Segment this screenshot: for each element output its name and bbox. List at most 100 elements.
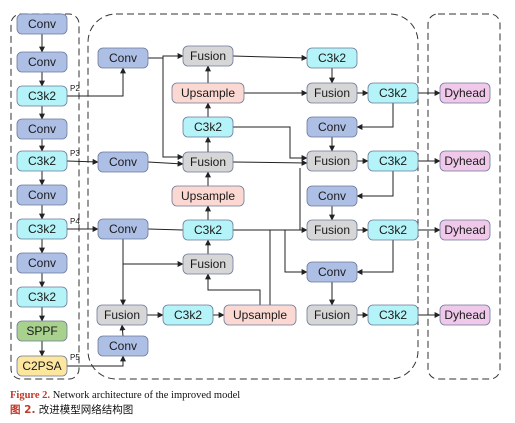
node-label: Conv — [318, 189, 346, 203]
edge-23 — [122, 239, 184, 267]
edge-35 — [356, 103, 394, 130]
node-n-c3k2-b: C3k2 — [182, 116, 234, 138]
node-n-ups-b: Upsample — [171, 82, 245, 104]
node-h-dyhead1: Dyhead — [439, 82, 491, 104]
node-box — [367, 82, 419, 104]
node-box — [16, 150, 68, 172]
edge-28 — [205, 273, 261, 305]
edge-25 — [119, 324, 126, 337]
edge-22 — [147, 228, 184, 231]
node-n-c3k2-a2: C3k2 — [182, 219, 234, 241]
node-n-fus-a2: Fusion — [182, 151, 234, 173]
node-box — [306, 261, 358, 283]
node-label: Upsample — [181, 86, 235, 100]
node-h-dyhead4: Dyhead — [439, 304, 491, 326]
node-b-conv2: Conv — [16, 51, 68, 73]
figure-caption-cn-text: 改进模型网络结构图 — [35, 404, 134, 416]
node-label: Conv — [109, 222, 137, 236]
node-label: C3k2 — [379, 154, 407, 168]
node-label: Conv — [109, 339, 137, 353]
node-n-c3k2-o2: C3k2 — [367, 82, 419, 104]
node-n-c3k2-o3: C3k2 — [367, 150, 419, 172]
node-box — [182, 151, 234, 173]
node-box — [16, 13, 68, 35]
node-label: Dyhead — [444, 86, 485, 100]
node-box — [306, 185, 358, 207]
node-label: Fusion — [190, 155, 226, 169]
node-box — [97, 151, 149, 173]
node-box — [306, 82, 358, 104]
node-label: Fusion — [314, 154, 350, 168]
figure-caption-en: Figure 2. Network architecture of the im… — [10, 390, 240, 402]
node-box — [171, 82, 245, 104]
edge-41 — [356, 171, 394, 199]
edge-10 — [67, 67, 126, 97]
node-label: C3k2 — [194, 223, 222, 237]
node-b-c3k2-3: C3k2 — [16, 218, 68, 240]
node-label: Conv — [109, 155, 137, 169]
node-box — [16, 51, 68, 73]
node-label: Fusion — [314, 86, 350, 100]
figure-caption-en-label: Figure 2. — [10, 390, 51, 401]
node-label: C3k2 — [379, 86, 407, 100]
node-box — [439, 219, 491, 241]
node-label: Fusion — [104, 308, 140, 322]
head-group — [427, 13, 501, 380]
node-box — [16, 286, 68, 308]
node-label: C3k2 — [318, 51, 346, 65]
node-box — [16, 184, 68, 206]
node-box — [367, 150, 419, 172]
node-label: Upsample — [233, 308, 287, 322]
node-label: Conv — [28, 55, 56, 69]
node-label: Fusion — [314, 308, 350, 322]
node-n-ups-a2: Upsample — [171, 185, 245, 207]
node-box — [96, 304, 148, 326]
node-label: Conv — [28, 17, 56, 31]
port-label-p5: P5 — [70, 353, 80, 362]
edge-21 — [147, 160, 184, 167]
node-box — [306, 150, 358, 172]
node-label: C2PSA — [22, 359, 61, 373]
node-label: Dyhead — [444, 154, 485, 168]
edge-49 — [284, 230, 308, 275]
node-label: C3k2 — [28, 222, 56, 236]
node-label: Fusion — [190, 257, 226, 271]
node-box — [16, 252, 68, 274]
node-label: C3k2 — [194, 120, 222, 134]
node-n-fus-b: Fusion — [182, 45, 234, 67]
figure-caption-cn: 图 2. 改进模型网络结构图 — [10, 404, 133, 416]
edge-47 — [356, 240, 394, 275]
node-box — [306, 116, 358, 138]
node-box — [223, 304, 297, 326]
node-b-conv4: Conv — [16, 184, 68, 206]
edge-13 — [67, 355, 126, 367]
node-n-fus-o2: Fusion — [306, 150, 358, 172]
node-n-ups-a3: Upsample — [223, 304, 297, 326]
node-h-dyhead2: Dyhead — [439, 150, 491, 172]
node-n-fus-o1: C3k2 — [306, 47, 358, 69]
port-label-p4: P4 — [70, 217, 80, 226]
node-n-conv-d2: Conv — [306, 185, 358, 207]
node-label: Conv — [109, 51, 137, 65]
neck-group — [87, 13, 419, 380]
node-n-fus-a1: Fusion — [96, 304, 148, 326]
node-box — [171, 185, 245, 207]
edge-38 — [232, 159, 308, 166]
node-n-fus-o3: Fusion — [306, 219, 358, 241]
node-box — [182, 219, 234, 241]
node-label: SPPF — [26, 324, 57, 338]
node-box — [439, 82, 491, 104]
node-label: C3k2 — [28, 290, 56, 304]
node-b-c3k2-4: C3k2 — [16, 286, 68, 308]
node-box — [16, 85, 68, 107]
edge-11 — [66, 158, 99, 165]
node-box — [16, 218, 68, 240]
node-label: Conv — [318, 120, 346, 134]
node-box — [16, 320, 68, 342]
node-box — [16, 118, 68, 140]
node-label: Upsample — [181, 189, 235, 203]
node-n-c3k2-o4b: C3k2 — [367, 304, 419, 326]
node-box — [306, 219, 358, 241]
node-box — [306, 304, 358, 326]
figure-caption-cn-label: 图 2. — [10, 404, 36, 416]
